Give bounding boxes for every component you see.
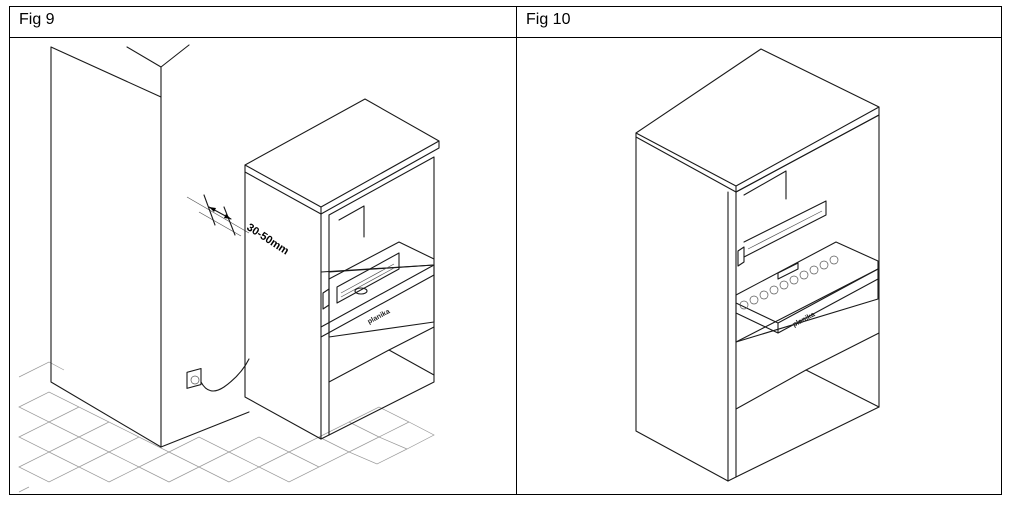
fig-9-caption: Fig 9 [19, 11, 55, 28]
dimension-label: 30-50mm [244, 221, 291, 257]
dimension-marker [186, 194, 250, 237]
brand-logo: planika [367, 308, 392, 326]
fireplace-cabinet-detail [635, 48, 880, 482]
fig-10-caption: Fig 10 [526, 11, 571, 28]
column-divider [516, 7, 517, 494]
fig-10-illustration: planika [635, 48, 880, 482]
power-socket [186, 358, 250, 392]
figure-table: Fig 9 Fig 10 [9, 6, 1002, 495]
floor-tiles [18, 361, 435, 493]
header-divider [10, 37, 1001, 38]
fireplace-cabinet [244, 98, 440, 440]
fig-9-illustration: 30-50mm planika [18, 44, 440, 493]
burner-holes [739, 255, 839, 310]
wall-pillar [50, 44, 250, 448]
